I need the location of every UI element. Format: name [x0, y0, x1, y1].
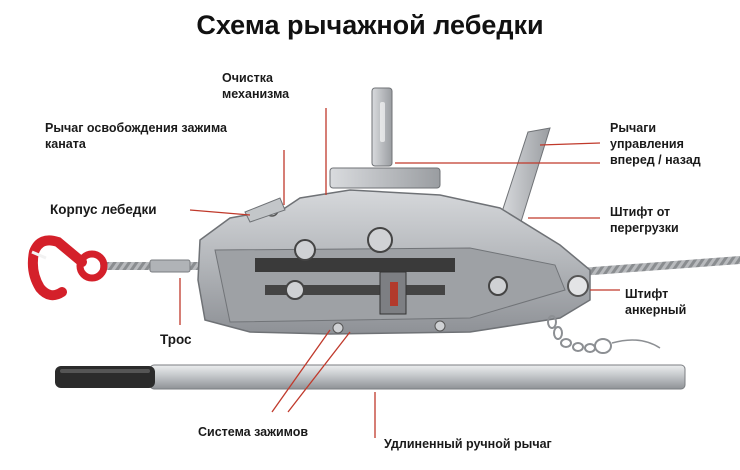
label-anchor-pin: Штифт анкерный — [625, 286, 686, 318]
extended-handle — [55, 364, 686, 390]
label-rope: Трос — [160, 332, 192, 348]
diagram-title: Схема рычажной лебедки — [196, 10, 544, 40]
label-overload-pin-line2: перегрузки — [610, 221, 679, 235]
label-overload-pin-line1: Штифт от — [610, 205, 671, 219]
rope — [100, 256, 740, 276]
label-anchor-pin-line2: анкерный — [625, 303, 687, 317]
label-control-levers-line1: Рычаги — [610, 121, 657, 135]
label-handle: Удлиненный ручной рычаг — [384, 436, 552, 452]
label-overload-pin: Штифт от перегрузки — [610, 204, 679, 236]
label-clamps-line1: Система зажимов — [198, 425, 309, 439]
label-body: Корпус лебедки — [50, 202, 157, 218]
winch-body — [197, 189, 591, 335]
label-cleaning-line2: механизма — [222, 87, 290, 101]
label-cleaning-line1: Очистка — [222, 71, 273, 85]
label-release-lever-line2: каната — [45, 137, 86, 151]
label-body-line1: Корпус лебедки — [50, 202, 157, 217]
leader-lines — [179, 108, 620, 438]
label-handle-line1: Удлиненный ручной рычаг — [384, 437, 552, 451]
label-release-lever-line1: Рычаг освобождения зажима — [45, 121, 228, 135]
label-release-lever: Рычаг освобождения зажима каната — [45, 120, 227, 152]
hook-icon — [27, 235, 108, 301]
label-rope-line1: Трос — [160, 332, 192, 347]
label-clamps: Система зажимов — [198, 424, 308, 440]
label-cleaning: Очистка механизма — [222, 70, 289, 102]
label-control-levers: Рычаги управления вперед / назад — [610, 120, 701, 168]
label-control-levers-line2: управления — [610, 137, 684, 151]
anchor-chain — [547, 315, 661, 354]
label-control-levers-line3: вперед / назад — [610, 153, 701, 167]
label-anchor-pin-line1: Штифт — [625, 287, 669, 301]
top-levers — [329, 87, 551, 226]
